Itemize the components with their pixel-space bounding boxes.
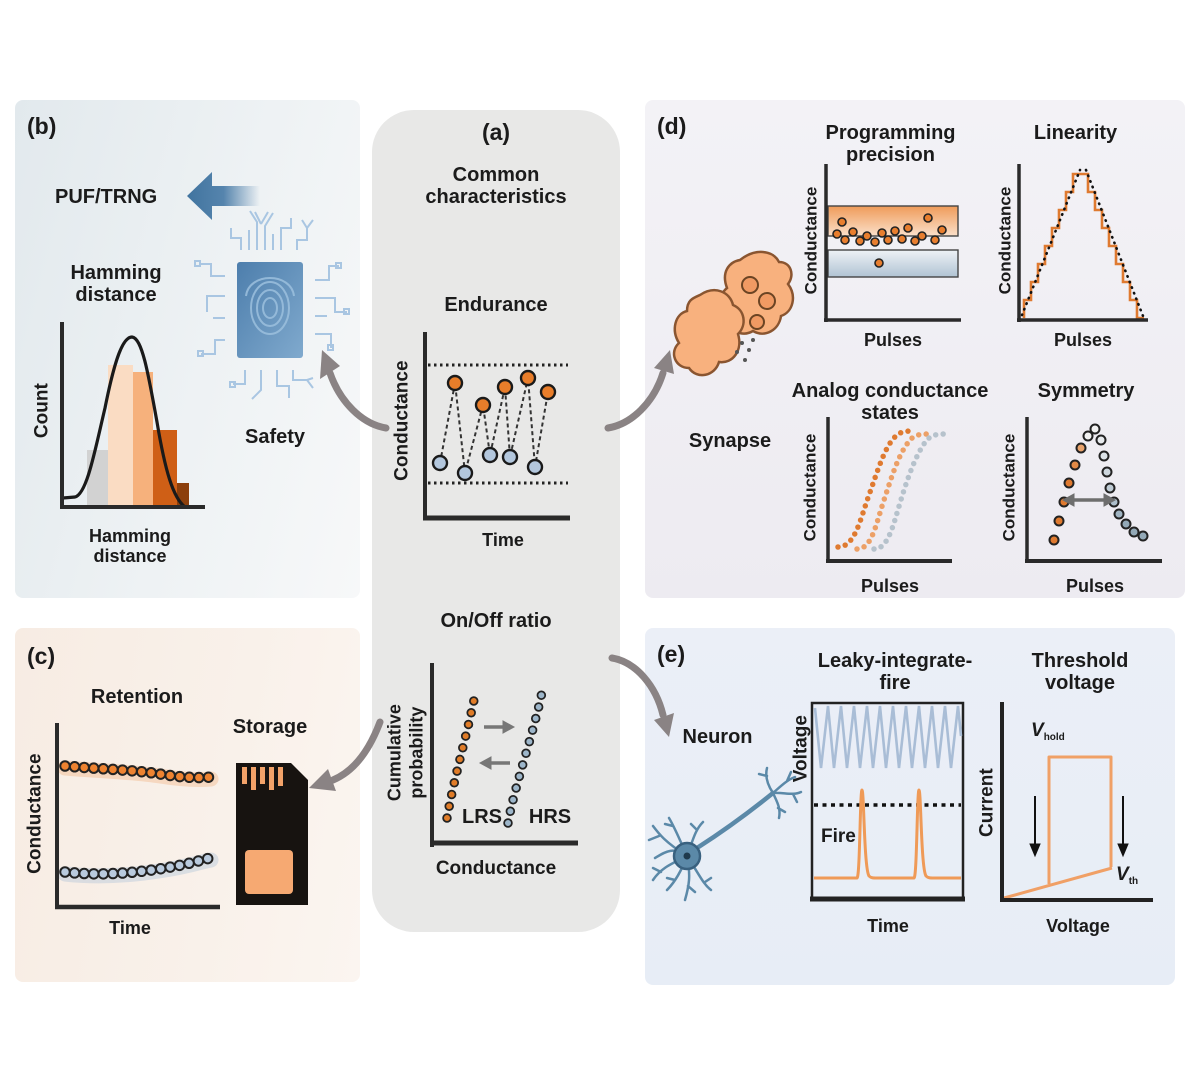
hamming-title: Hamming distance [70, 262, 162, 307]
threshold-voltage-plot [1000, 702, 1153, 902]
panel-d-synapse: (d) Programming precision Linearity Cond… [645, 100, 1185, 598]
storage-label: Storage [232, 716, 308, 738]
panel-e-graphics [647, 701, 1153, 902]
onoff-plot [430, 663, 578, 847]
lif-xlabel: Time [867, 916, 909, 936]
retention-plot [55, 723, 220, 910]
vth-sub: th [1128, 876, 1139, 887]
panel-a-tag: (a) [481, 119, 511, 145]
common-title: Common characteristics [425, 164, 567, 209]
retention-xlabel: Time [109, 918, 151, 938]
retention-title: Retention [90, 686, 184, 708]
vhold-label: Vhold [1031, 720, 1065, 743]
endurance-plot [423, 332, 570, 521]
lin-xlabel: Pulses [1053, 330, 1113, 350]
hrs-label: HRS [528, 806, 572, 828]
panel-b-safety: (b) PUF/TRNG Hamming distance Count Hamm… [15, 100, 360, 598]
hamming-histogram [60, 322, 205, 509]
vth-label: Vth [1116, 864, 1139, 887]
neuron-icon [647, 766, 803, 902]
secure-chip-icon [194, 210, 350, 400]
lif-plot [810, 701, 965, 902]
analog-states-plot [826, 417, 952, 563]
pp-title: Programming precision [825, 122, 956, 167]
panel-b-tag: (b) [27, 113, 57, 139]
panel-e-neuron: (e) Leaky-integrate-fire Threshold volta… [645, 628, 1175, 985]
fingerprint-icon [245, 277, 295, 335]
sd-card-icon [236, 763, 308, 905]
programming-precision-plot [824, 164, 961, 322]
panel-c-tag: (c) [27, 643, 56, 669]
lin-title: Linearity [1033, 122, 1118, 144]
blue-left-arrow-icon [187, 172, 260, 220]
panel-a-graphics [423, 332, 578, 847]
synapse-icon [672, 250, 795, 377]
panel-b-graphics [60, 172, 350, 509]
onoff-xlabel: Conductance [435, 858, 557, 879]
linearity-plot [1017, 164, 1148, 322]
input-pulse-train [813, 705, 963, 769]
down-arrow-icon [1029, 796, 1041, 858]
panel-d-graphics [672, 164, 1162, 563]
pp-xlabel: Pulses [863, 330, 923, 350]
sym-title: Symmetry [1037, 380, 1135, 402]
symmetry-double-arrow-icon [1061, 493, 1117, 507]
acs-title: Analog conductance states [791, 380, 989, 425]
panel-d-tag: (d) [657, 113, 687, 139]
panel-c-graphics [55, 723, 308, 910]
neuron-label: Neuron [682, 726, 753, 748]
tv-xlabel: Voltage [1046, 916, 1110, 936]
fire-spike-trace [814, 788, 961, 880]
panel-c-storage: (c) Retention Conductance Time Storage [15, 628, 360, 982]
tv-title: Threshold voltage [1031, 650, 1129, 695]
puf-trng-label: PUF/TRNG [55, 186, 158, 208]
synapse-label: Synapse [688, 430, 772, 452]
lrs-label: LRS [462, 806, 502, 828]
vhold-base: V [1031, 720, 1044, 741]
symmetry-plot [1025, 417, 1162, 563]
sym-xlabel: Pulses [1065, 576, 1125, 596]
safety-label: Safety [244, 426, 306, 448]
acs-xlabel: Pulses [860, 576, 920, 596]
fire-label: Fire [821, 826, 856, 847]
lrs-to-hrs-arrow-icon [484, 720, 516, 734]
hist-xlabel: Hamming distance [88, 526, 171, 567]
hrs-to-lrs-arrow-icon [478, 756, 510, 770]
panel-a-common: (a) Common characteristics Endurance Con… [372, 110, 620, 932]
onoff-title: On/Off ratio [440, 610, 552, 632]
chip-body [237, 262, 303, 358]
down-arrow-icon [1117, 796, 1129, 858]
lif-title: Leaky-integrate-fire [817, 650, 973, 695]
endurance-title: Endurance [444, 294, 548, 316]
endurance-xlabel: Time [482, 530, 524, 550]
vhold-sub: hold [1043, 732, 1065, 743]
vth-base: V [1116, 864, 1129, 885]
